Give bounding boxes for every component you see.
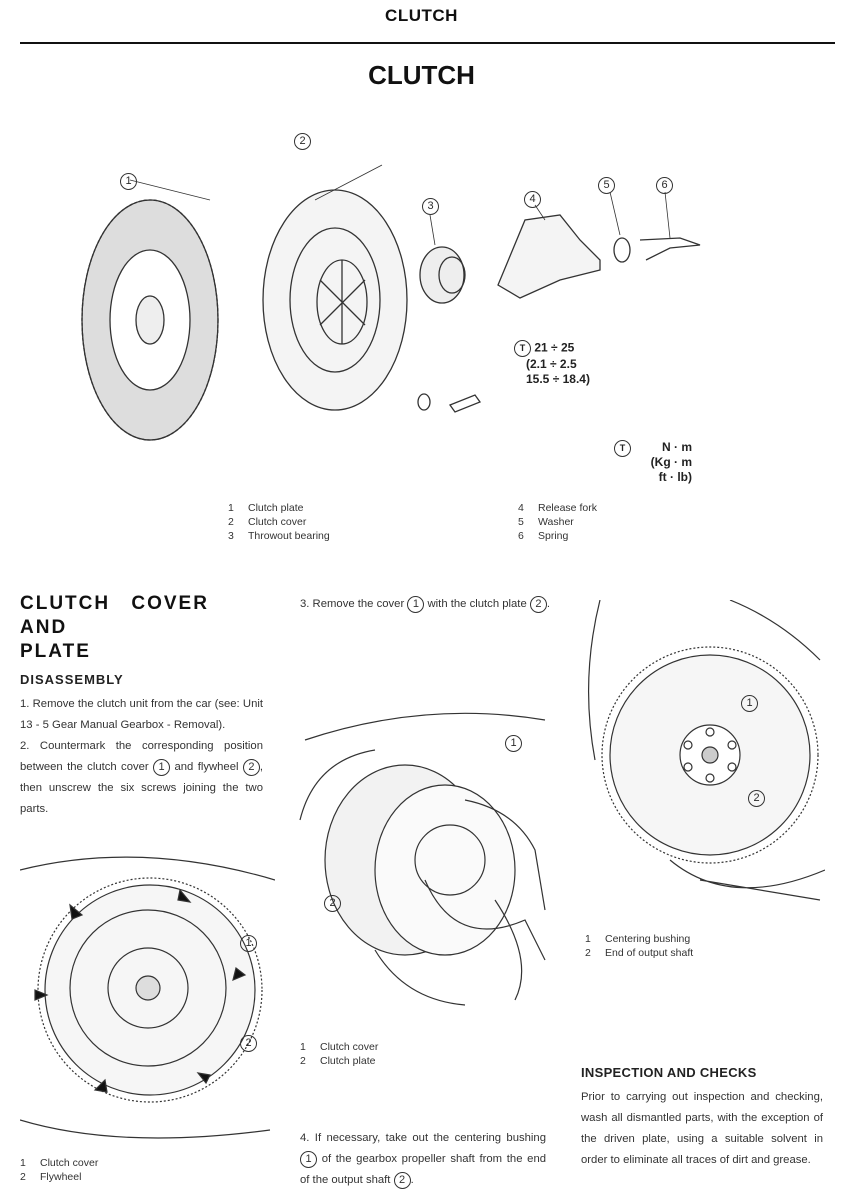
inspection-heading: INSPECTION AND CHECKS <box>581 1065 757 1080</box>
torque-units-legend: T N · m (Kg · m ft · lb) <box>614 440 692 485</box>
fig-left-callout-1: 1 <box>240 935 257 952</box>
torque-icon: T <box>614 440 631 457</box>
flywheel-cover-illustration <box>20 856 275 1139</box>
callout-6: 6 <box>656 177 673 194</box>
flywheel-illustration <box>588 600 825 901</box>
step-4: 4. If necessary, take out the centering … <box>300 1128 546 1191</box>
exploded-view-illustration <box>81 164 701 441</box>
cover-removal-illustration <box>299 712 546 1006</box>
callout-3: 3 <box>422 198 439 215</box>
torque-icon: T <box>514 340 531 357</box>
callout-2: 2 <box>294 133 311 150</box>
disassembly-steps: 1. Remove the clutch unit from the car (… <box>20 698 264 815</box>
header-rule <box>20 42 835 44</box>
page-title: CLUTCH <box>368 60 475 90</box>
fig-left-callout-2: 2 <box>240 1035 257 1052</box>
callout-4: 4 <box>524 191 541 208</box>
callout-5: 5 <box>598 177 615 194</box>
step-3: 3. Remove the cover 1 with the clutch pl… <box>300 594 550 615</box>
fig-right-callout-2: 2 <box>748 790 765 807</box>
callout-1: 1 <box>120 173 137 190</box>
fig-right-callout-1: 1 <box>741 695 758 712</box>
disassembly-heading: DISASSEMBLY <box>20 672 124 687</box>
fig-middle-callout-1: 1 <box>505 735 522 752</box>
running-header: CLUTCH <box>385 6 458 25</box>
fig-middle-callout-2: 2 <box>324 895 341 912</box>
torque-spec: T 21 ÷ 25 (2.1 ÷ 2.5 15.5 ÷ 18.4) <box>514 340 590 387</box>
inspection-text: Prior to carrying out inspection and che… <box>581 1091 823 1166</box>
